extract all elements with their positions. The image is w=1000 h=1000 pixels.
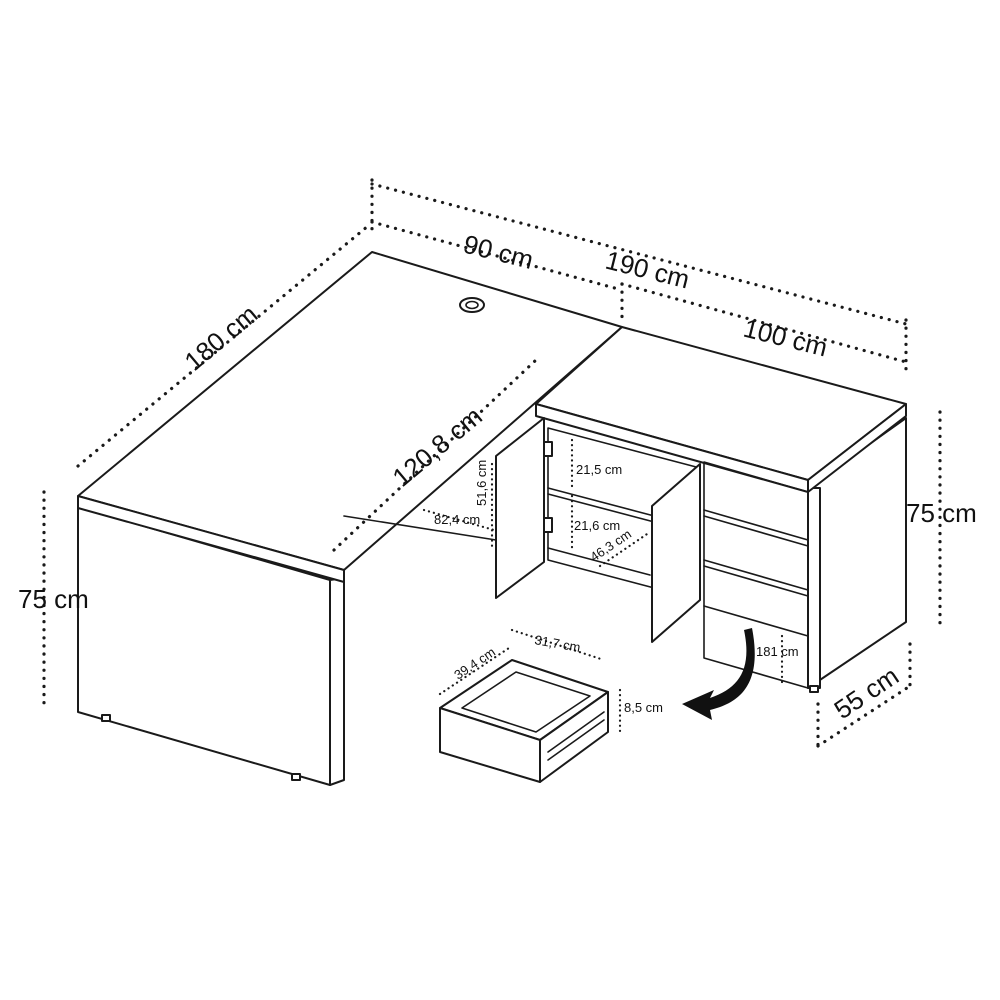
cabinet-side-front <box>807 487 821 689</box>
label-total-width: 190 cm <box>603 245 693 295</box>
drawer-side <box>539 691 609 783</box>
drawer-runner-2 <box>547 719 605 761</box>
drawer-rail-2 <box>703 559 809 591</box>
arrow-icon <box>682 628 755 720</box>
dimension-lines <box>42 178 942 752</box>
hinge-top <box>543 441 553 457</box>
left-desk-foot-2 <box>291 773 301 781</box>
cabinet-foot <box>809 685 819 693</box>
left-door <box>495 417 545 599</box>
drawer <box>439 659 609 783</box>
drawer-rail-3 <box>703 605 809 637</box>
drawer-rail-2b <box>703 565 809 597</box>
drawer-runner <box>547 711 605 753</box>
drawer-arrow <box>682 628 755 720</box>
cabinet-top-side-edge <box>807 403 907 493</box>
label-desk-width: 90 cm <box>461 229 537 275</box>
label-shelf-bottom: 21,6 cm <box>574 518 620 533</box>
drawer-inner <box>461 671 591 733</box>
drawer-rail-1 <box>703 509 809 541</box>
label-cabinet-width: 100 cm <box>741 313 831 363</box>
left-desk-rail <box>343 515 497 541</box>
drawer-rail-1b <box>703 515 809 547</box>
left-desk-top-edge <box>77 495 345 583</box>
label-opening-width: 82,4 cm <box>434 512 480 527</box>
right-door <box>651 463 701 643</box>
hinge-bottom <box>543 517 553 533</box>
label-shelf-top: 21,5 cm <box>576 462 622 477</box>
left-desk-end-panel <box>329 577 345 786</box>
label-drawer-height: 8,5 cm <box>624 700 663 715</box>
left-desk-foot-1 <box>101 714 111 722</box>
label-opening-height: 51,6 cm <box>474 460 489 506</box>
shelf-lower <box>547 547 651 576</box>
label-drawer-width: 31,7 cm <box>533 632 581 655</box>
label-cabinet-height: 75 cm <box>906 498 977 528</box>
label-leg-height: 181 cm <box>756 644 799 659</box>
cable-grommet <box>459 297 485 313</box>
cable-grommet-inner <box>465 300 479 310</box>
drawer-bay <box>703 461 809 689</box>
left-desk <box>77 251 623 786</box>
cabinet-desk <box>495 326 907 693</box>
label-desk-height: 75 cm <box>18 584 89 614</box>
